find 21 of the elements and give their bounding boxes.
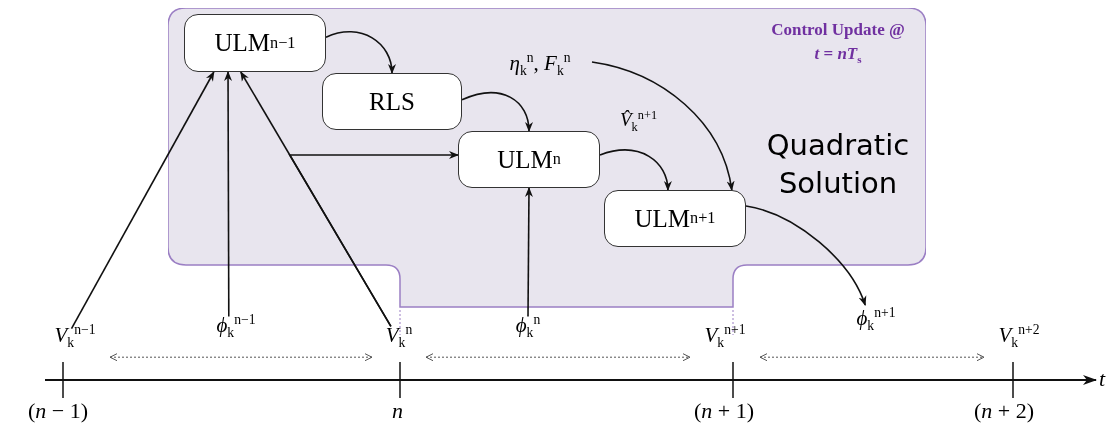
arrow (224, 71, 233, 318)
process-box: RLS (322, 73, 462, 130)
control-update-heading: Control Update @ t = nT$_{s}$ (770, 19, 906, 68)
method-label: Quadratic Solution (765, 127, 911, 202)
arrow (599, 149, 672, 191)
control-update-panel (168, 8, 926, 308)
interval-arrow (425, 353, 691, 362)
interval-arrow (109, 353, 373, 362)
arrow (591, 61, 734, 191)
tick-label: (n + 1) (694, 398, 755, 424)
tick-label: (n + 2) (974, 398, 1035, 424)
interval-arrow (759, 353, 985, 362)
arrow (461, 92, 533, 132)
tick-label: (n − 1) (28, 398, 89, 424)
arrow (288, 150, 459, 328)
tick-label: n (392, 398, 403, 424)
arrow (325, 31, 396, 74)
axis-label: t (1099, 366, 1106, 392)
arrow (745, 205, 866, 306)
arrow (70, 71, 215, 330)
arrow (524, 187, 533, 318)
